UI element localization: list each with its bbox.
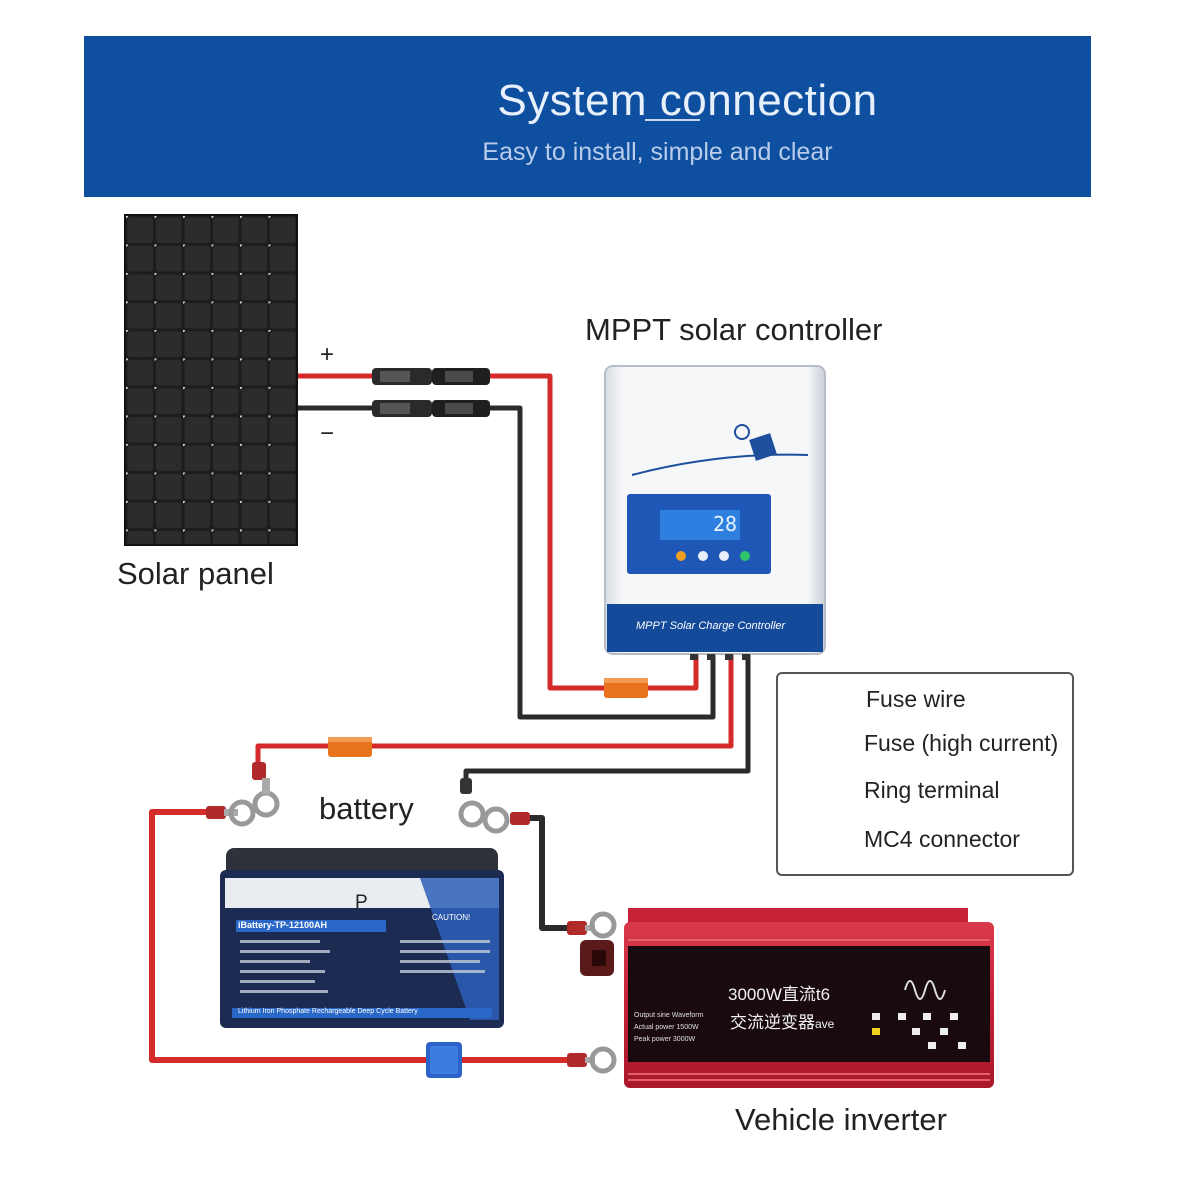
legend-item-mc4-connector: MC4 connector bbox=[864, 826, 1020, 852]
header-banner: System connection Easy to install, simpl… bbox=[84, 36, 1091, 197]
inverter-title-line2: 交流逆变器ave bbox=[730, 1008, 834, 1033]
mc4-connector-pair bbox=[372, 368, 490, 417]
controller-lcd-value: 28 bbox=[713, 512, 738, 536]
legend-title-fuse-wire: Fuse wire bbox=[866, 686, 966, 712]
legend-item-ring-terminal: Ring terminal bbox=[864, 777, 1000, 803]
controller-brand-text: MPPT Solar Charge Controller bbox=[636, 620, 786, 632]
battery bbox=[220, 848, 504, 1028]
vehicle-inverter bbox=[580, 908, 994, 1088]
ring-terminal-icon bbox=[567, 911, 617, 939]
legend-box: Fuse wire Fuse (high current) Ring termi… bbox=[776, 672, 1074, 876]
controller-label: MPPT solar controller bbox=[585, 312, 883, 347]
fuse-high-current-icon bbox=[426, 1042, 462, 1078]
inverter-indicator-lights bbox=[872, 1013, 966, 1049]
inverter-title-line2-text: 交流逆变器 bbox=[730, 1013, 815, 1032]
ring-terminal-icon bbox=[567, 1046, 617, 1074]
solar-panel-label: Solar panel bbox=[117, 556, 274, 591]
battery-footer-text: Lithium Iron Phosphate Rechargeable Deep… bbox=[238, 1008, 418, 1015]
inverter-wave-suffix: ave bbox=[815, 1017, 835, 1031]
inverter-label: Vehicle inverter bbox=[735, 1102, 947, 1137]
inverter-spec-line2: Actual power 1500W bbox=[634, 1024, 699, 1031]
title-divider bbox=[645, 119, 700, 121]
battery-model-text: iBattery-TP-12100AH bbox=[238, 920, 328, 930]
inverter-spec-line1: Output sine Waveform bbox=[634, 1012, 704, 1019]
fuse-wire-icon bbox=[328, 737, 372, 757]
mppt-controller bbox=[604, 365, 826, 660]
page-subtitle: Easy to install, simple and clear bbox=[482, 138, 833, 166]
inverter-spec-line3: Peak power 3000W bbox=[634, 1036, 696, 1043]
solar-panel bbox=[124, 214, 298, 546]
battery-label: battery bbox=[319, 791, 414, 826]
fuse-wire-icon bbox=[604, 678, 648, 698]
ring-terminal-icon bbox=[458, 778, 530, 834]
ring-terminal-icon bbox=[206, 799, 256, 827]
negative-terminal-sign: − bbox=[320, 420, 335, 447]
legend-item-fuse-high-current: Fuse (high current) bbox=[864, 730, 1059, 756]
inverter-title-line1: 3000W直流t6 bbox=[728, 985, 831, 1004]
battery-caution-text: CAUTION! bbox=[432, 913, 471, 922]
ring-terminal-icon bbox=[252, 762, 280, 818]
battery-brand-letter: P bbox=[355, 892, 368, 913]
page-title: System connection bbox=[497, 76, 878, 125]
positive-terminal-sign: + bbox=[320, 341, 335, 368]
